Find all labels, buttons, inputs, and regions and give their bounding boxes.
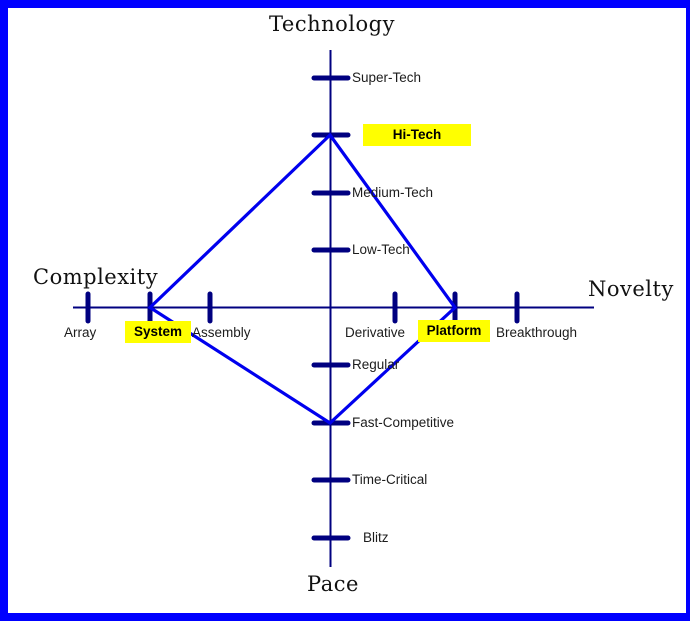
tick-label-super-tech: Super-Tech xyxy=(352,70,422,85)
tick-label-time-critical: Time-Critical xyxy=(352,472,428,487)
tick-label-breakthrough: Breakthrough xyxy=(496,325,578,340)
tick-label-platform-highlighted: Platform xyxy=(418,320,490,342)
axis-label-technology: Technology xyxy=(269,12,395,36)
tick-label-medium-tech: Medium-Tech xyxy=(352,185,434,200)
axis-label-novelty: Novelty xyxy=(588,277,674,301)
tick-label-blitz: Blitz xyxy=(363,530,389,545)
tick-label-assembly: Assembly xyxy=(192,325,251,340)
tick-label-hi-tech-highlighted: Hi-Tech xyxy=(363,124,471,146)
tick-label-fast-competitive: Fast-Competitive xyxy=(352,415,455,430)
tick-label-low-tech: Low-Tech xyxy=(352,242,410,257)
diamond-profile-outline xyxy=(147,132,458,426)
axis-label-complexity: Complexity xyxy=(33,265,159,289)
tick-label-array: Array xyxy=(64,325,97,340)
tick-label-derivative: Derivative xyxy=(345,325,406,340)
axis-label-pace: Pace xyxy=(307,572,359,596)
tick-label-system-highlighted: System xyxy=(125,321,191,343)
tick-label-regular: Regular xyxy=(352,357,400,372)
